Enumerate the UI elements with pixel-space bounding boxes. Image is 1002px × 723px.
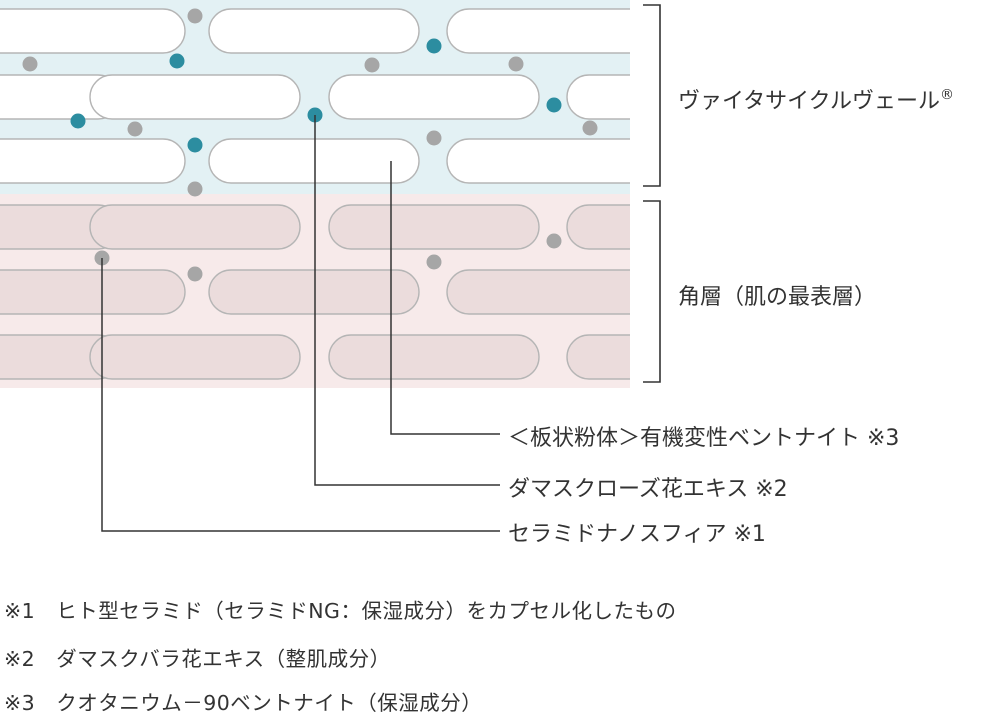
capsule [566, 334, 630, 380]
capsule [328, 204, 540, 250]
veil-bracket [643, 4, 661, 187]
gray-dot [187, 266, 203, 282]
callout-bentonite-label: ＜板状粉体＞有機変性ベントナイト ※3 [508, 426, 899, 451]
teal-dot [187, 137, 203, 153]
capsule [89, 204, 301, 250]
gray-dot [582, 120, 598, 136]
capsule [0, 8, 186, 54]
capsule [566, 74, 630, 120]
gray-dot [127, 121, 143, 137]
callout-ceramide-label: セラミドナノスフィア ※1 [508, 522, 766, 547]
gray-dot [508, 56, 524, 72]
leader-lines [101, 115, 500, 532]
capsule [208, 138, 420, 184]
gray-dot [22, 56, 38, 72]
capsule [328, 334, 540, 380]
callout-damask-rose-label: ダマスクローズ花エキス ※2 [508, 477, 788, 502]
footnote-2: ※2 ダマスクバラ花エキス（整肌成分） [4, 647, 391, 671]
capsule [0, 269, 186, 315]
gray-dot [426, 130, 442, 146]
capsule [208, 269, 420, 315]
veil-capsules [0, 8, 630, 184]
skin-layer-diagram: ヴァイタサイクルヴェール® 角層（肌の最表層） ＜板状粉体＞有機変性ベントナイト… [0, 0, 954, 547]
skin-layer-label: 角層（肌の最表層） [678, 285, 876, 310]
gray-dot [187, 181, 203, 197]
leader-line-damask-rose [314, 115, 500, 486]
teal-dot [70, 113, 86, 129]
gray-dot [364, 57, 380, 73]
skin-bracket [643, 200, 661, 383]
veil-layer-label: ヴァイタサイクルヴェール® [678, 87, 954, 114]
capsule [208, 8, 420, 54]
capsule [0, 138, 186, 184]
capsule [446, 138, 630, 184]
skin-capsules [0, 204, 630, 380]
teal-dot [546, 97, 562, 113]
capsule [446, 8, 630, 54]
gray-dot [187, 8, 203, 24]
capsule [89, 74, 301, 120]
footnote-3: ※3 クオタニウム－90ベントナイト（保湿成分） [4, 691, 483, 715]
capsule [328, 74, 540, 120]
footnote-1: ※1 ヒト型セラミド（セラミドNG：保湿成分）をカプセル化したもの [4, 599, 677, 623]
leader-line-bentonite [390, 161, 500, 435]
capsule [89, 334, 301, 380]
capsule [446, 269, 630, 315]
gray-dot [426, 254, 442, 270]
teal-dot [169, 53, 185, 69]
capsule [566, 204, 630, 250]
leader-line-ceramide [101, 258, 500, 532]
gray-dot [546, 233, 562, 249]
teal-dot [426, 38, 442, 54]
